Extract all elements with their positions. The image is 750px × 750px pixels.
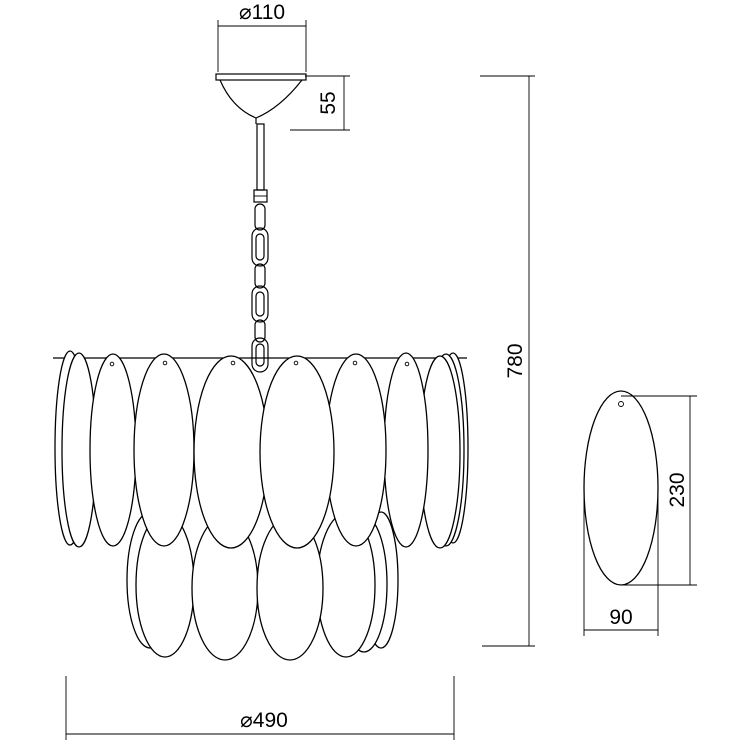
suspension-chain (251, 203, 269, 373)
upper-petal-tier (53, 350, 469, 549)
lower-petal-tier (126, 511, 399, 661)
petal-width-label: 90 (609, 606, 632, 629)
petal-height-label: 230 (666, 472, 689, 507)
ceiling-canopy (215, 73, 307, 124)
dimension-canopy-diameter: ⌀110 (217, 1, 307, 72)
canopy-height-label: 55 (317, 91, 340, 114)
dimension-total-height: 780 (480, 75, 535, 647)
dimension-canopy-height: 55 (290, 75, 350, 131)
dimension-petal-height: 230 (621, 395, 697, 586)
dimension-overall-diameter: ⌀490 (65, 676, 455, 740)
total-height-label: 780 (504, 343, 527, 378)
dimension-petal-width: 90 (583, 490, 659, 636)
overall-diameter-label: ⌀490 (240, 709, 288, 732)
suspension-rod (253, 123, 268, 203)
petal-detail (583, 390, 659, 586)
canopy-diameter-label: ⌀110 (239, 1, 285, 24)
